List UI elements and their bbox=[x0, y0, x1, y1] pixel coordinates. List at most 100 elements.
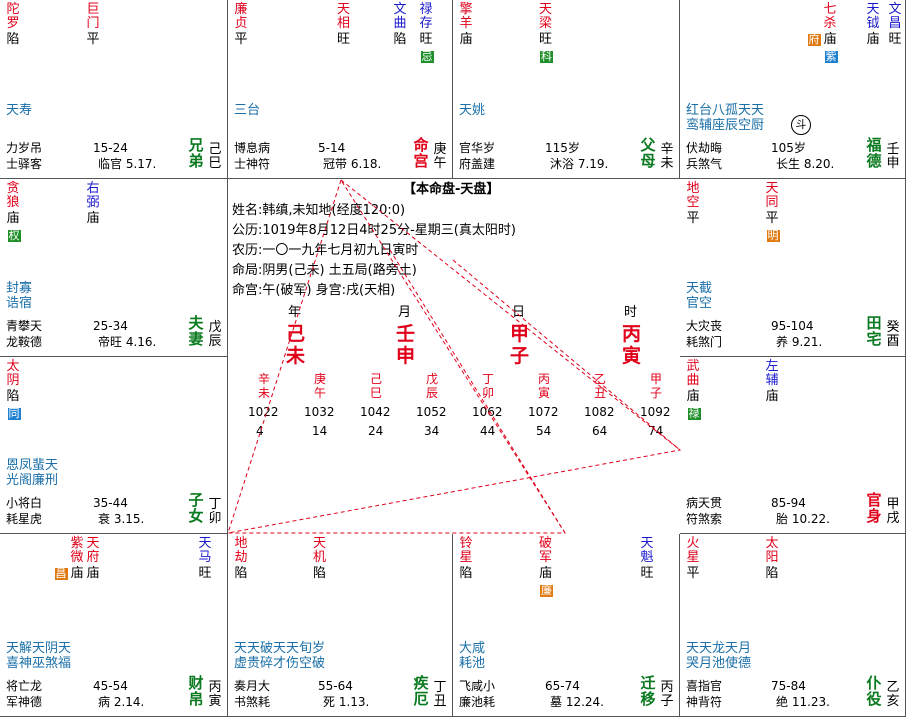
star-wei-1: 天梁 bbox=[538, 2, 552, 31]
center-line-1: 姓名:韩缜,未知地(经度120:0) bbox=[232, 203, 406, 218]
star-wei-0: 擎羊 bbox=[459, 2, 473, 31]
luck-age: 24 bbox=[368, 424, 384, 438]
pillar-stem: 己未 bbox=[286, 323, 306, 367]
palace-name: 福德 bbox=[866, 136, 882, 170]
gods-line-1: 病天贯 bbox=[686, 496, 723, 510]
luck-year: 1082 bbox=[584, 405, 615, 419]
star-brightness: 旺 bbox=[336, 32, 350, 47]
gods-line-1: 伏劫晦 bbox=[686, 141, 723, 155]
palace-ganzhi: 壬申 bbox=[886, 142, 900, 171]
gods-line-2: 兵煞气 bbox=[686, 157, 723, 171]
gods-line-1: 博息病 bbox=[234, 141, 271, 155]
palace-name: 田宅 bbox=[866, 314, 882, 348]
gods-line-2: 耗星虎 bbox=[6, 512, 43, 526]
palace-ganzhi: 乙亥 bbox=[886, 680, 900, 709]
minor-stars-1: 封寡 bbox=[6, 281, 33, 296]
star-mao-0: 太阴 bbox=[6, 359, 20, 388]
palace-ganzhi: 丙子 bbox=[660, 680, 674, 709]
palace-name: 兄弟 bbox=[188, 136, 204, 170]
center-header: 【本命盘-天盘】 bbox=[403, 182, 500, 197]
decade-range: 115岁 bbox=[545, 141, 580, 155]
decade-range: 25-34 bbox=[93, 319, 128, 333]
sihua-badge: 忌 bbox=[420, 50, 434, 63]
gods-line-2: 士神符 bbox=[234, 157, 271, 171]
star-brightness: 庙 bbox=[765, 389, 779, 404]
star-chen-0: 贪狼 bbox=[6, 181, 20, 210]
luck-ganzhi: 辛未 bbox=[258, 372, 271, 400]
luck-year: 1092 bbox=[640, 405, 671, 419]
life-stage: 衰 3.15. bbox=[98, 512, 145, 526]
decade-range: 55-64 bbox=[318, 679, 353, 693]
star-brightness: 庙 bbox=[86, 566, 100, 581]
pillar-label: 日 bbox=[512, 305, 526, 320]
luck-ganzhi: 己巳 bbox=[370, 372, 383, 400]
minor-stars-2: 哭月池使德 bbox=[686, 656, 752, 671]
star-hai-1: 太阳 bbox=[765, 536, 779, 565]
luck-age: 14 bbox=[312, 424, 328, 438]
star-brightness: 平 bbox=[765, 211, 779, 226]
life-stage: 长生 8.20. bbox=[776, 157, 835, 171]
minor-stars-2: 鸾辅座辰空厨 bbox=[686, 118, 765, 133]
gods-line-2: 书煞耗 bbox=[234, 695, 271, 709]
life-stage: 死 1.13. bbox=[323, 695, 370, 709]
gods-line-1: 奏月大 bbox=[234, 679, 271, 693]
minor-stars-1: 天寿 bbox=[6, 103, 33, 118]
star-wu-2: 文曲 bbox=[393, 2, 407, 31]
gods-line-2: 府盖建 bbox=[459, 157, 496, 171]
decade-range: 95-104 bbox=[771, 319, 814, 333]
pillar-stem: 甲子 bbox=[510, 323, 530, 367]
minor-stars-2: 耗池 bbox=[459, 656, 486, 671]
palace-ganzhi: 癸酉 bbox=[886, 320, 900, 349]
gods-line-2: 军神德 bbox=[6, 695, 43, 709]
decade-range: 35-44 bbox=[93, 496, 128, 510]
luck-ganzhi: 丙寅 bbox=[538, 372, 551, 400]
star-brightness: 庙 bbox=[459, 32, 473, 47]
palace-name: 疾厄 bbox=[413, 674, 429, 708]
star-xu-0: 武曲 bbox=[686, 359, 700, 388]
gods-line-1: 力岁吊 bbox=[6, 141, 43, 155]
life-stage: 临官 5.17. bbox=[98, 157, 157, 171]
palace-name: 子女 bbox=[188, 491, 204, 525]
pillar-stem: 壬申 bbox=[396, 323, 416, 367]
luck-year: 1042 bbox=[360, 405, 391, 419]
decade-range: 5-14 bbox=[318, 141, 346, 155]
luck-year: 1062 bbox=[472, 405, 503, 419]
sihua-badge: 明 bbox=[766, 229, 780, 242]
star-brightness: 旺 bbox=[888, 32, 902, 47]
palace-ganzhi: 甲戌 bbox=[886, 497, 900, 526]
star-chou-0: 地劫 bbox=[234, 536, 248, 565]
star-chou-1: 天机 bbox=[312, 536, 326, 565]
gods-line-2: 神背符 bbox=[686, 695, 723, 709]
star-brightness: 庙 bbox=[866, 32, 880, 47]
luck-year: 1072 bbox=[528, 405, 559, 419]
sihua-badge: 廉 bbox=[540, 584, 553, 597]
star-you-1: 天同 bbox=[765, 181, 779, 210]
life-stage: 病 2.14. bbox=[98, 695, 145, 709]
minor-stars-1: 恩凤蜚天 bbox=[6, 458, 59, 473]
decade-range: 75-84 bbox=[771, 679, 806, 693]
palace-name: 迁移 bbox=[640, 674, 656, 708]
minor-stars-1: 天天破天天旬岁 bbox=[234, 641, 326, 656]
life-stage: 冠带 6.18. bbox=[323, 157, 382, 171]
star-brightness: 平 bbox=[686, 211, 700, 226]
palace-name: 官身 bbox=[866, 491, 882, 525]
pillar-label: 月 bbox=[398, 305, 412, 320]
gods-line-1: 小将白 bbox=[6, 496, 43, 510]
palace-name: 财帛 bbox=[188, 674, 204, 708]
luck-age: 34 bbox=[424, 424, 440, 438]
minor-stars-1: 天天龙天月 bbox=[686, 641, 752, 656]
pre-badge: 府 bbox=[807, 33, 821, 46]
minor-stars-1: 红台八孤天天 bbox=[686, 103, 765, 118]
